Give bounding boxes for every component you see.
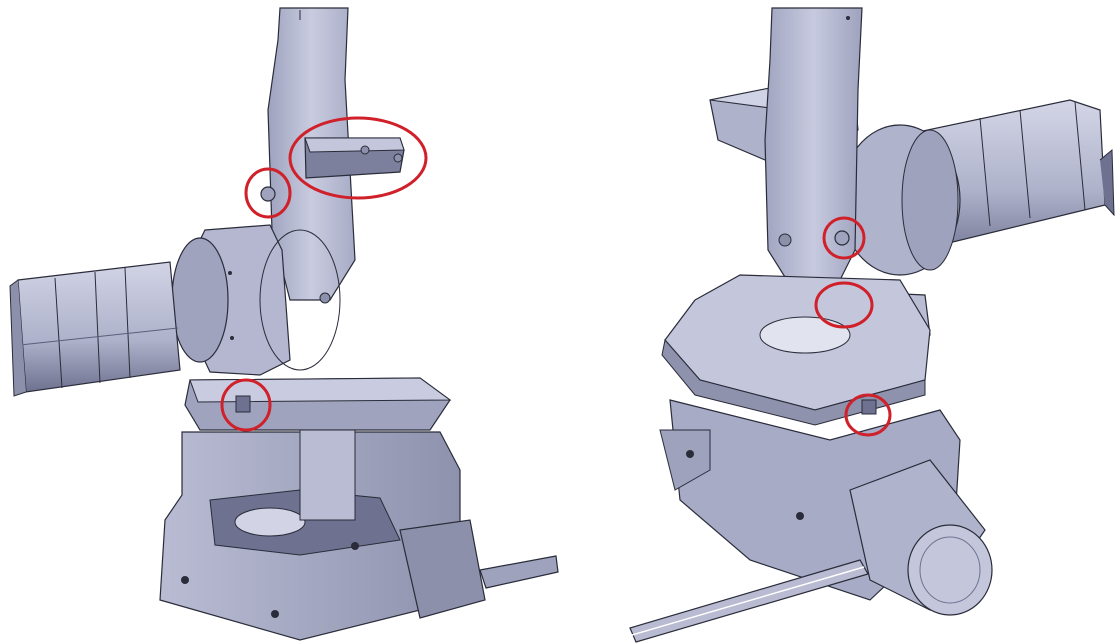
highlight-ring (244, 167, 292, 219)
motor-left (17, 261, 181, 393)
shoulder-pin-right (834, 230, 850, 246)
upper-arm-link-right (764, 7, 863, 291)
stop-block-left (235, 395, 251, 413)
base-motor (399, 519, 486, 619)
right-view (600, 0, 1115, 643)
left-view (9, 7, 559, 641)
robot-arm-right-drawing (629, 7, 1115, 643)
highlight-ring (822, 216, 866, 260)
highlight-ring (220, 378, 272, 432)
highlight-ring (288, 116, 428, 200)
cable (479, 555, 559, 589)
highlight-ring (844, 393, 892, 437)
highlight-ring (814, 281, 874, 329)
shoulder-pin (260, 186, 276, 202)
robot-arm-left-drawing (9, 7, 559, 641)
